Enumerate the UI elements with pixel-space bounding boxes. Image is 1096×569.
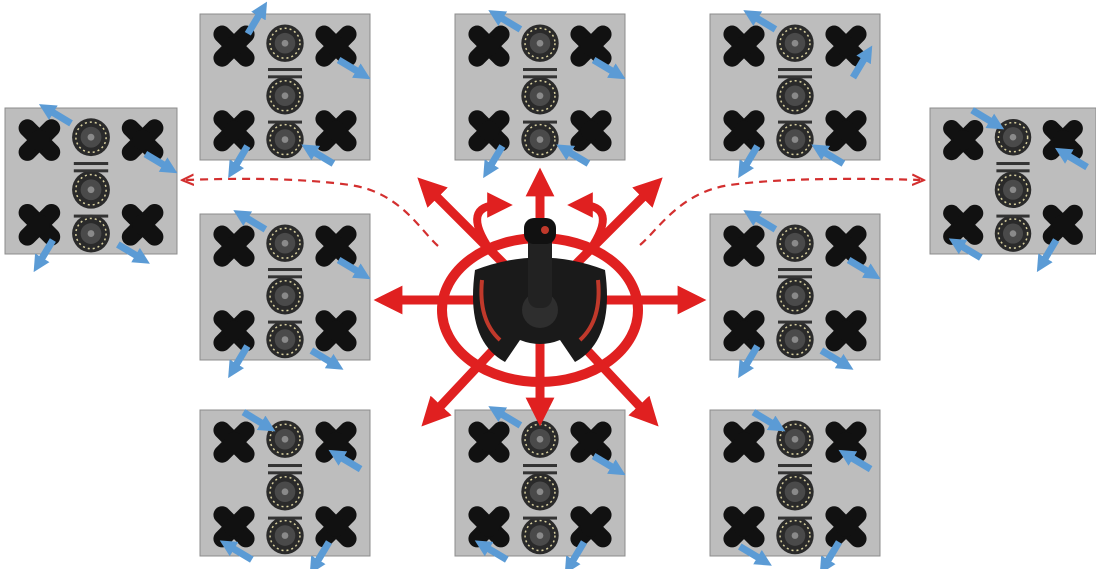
platform-top-center [455, 14, 625, 168]
motor-icon [995, 119, 1032, 156]
motor-icon [521, 121, 558, 158]
platform-top-right [710, 14, 880, 168]
motor-icon [776, 277, 813, 314]
platform-top-left [200, 12, 370, 168]
platform-mid-right [710, 214, 880, 368]
motor-icon [266, 277, 303, 314]
motor-icon [521, 517, 558, 554]
motor-icon [72, 118, 110, 156]
platform-mid-right-outer [930, 108, 1096, 262]
motor-icon [266, 25, 303, 62]
motor-icon [266, 517, 303, 554]
motor-icon [776, 473, 813, 510]
motor-icon [266, 321, 303, 358]
motor-icon [521, 25, 558, 62]
motor-icon [995, 215, 1032, 252]
motor-icon [776, 25, 813, 62]
platform-bottom-center [455, 410, 625, 564]
motor-icon [521, 77, 558, 114]
platform-bottom-right [710, 410, 880, 564]
motor-icon [72, 215, 110, 253]
motor-icon [776, 121, 813, 158]
motor-icon [776, 225, 813, 262]
motor-icon [266, 421, 303, 458]
motor-icon [776, 321, 813, 358]
motor-icon [266, 77, 303, 114]
motor-icon [521, 473, 558, 510]
motor-icon [266, 473, 303, 510]
motor-icon [995, 172, 1032, 209]
motor-icon [521, 421, 558, 458]
motor-icon [776, 77, 813, 114]
platform-mid-left-outer [5, 108, 177, 262]
motor-icon [776, 421, 813, 458]
motor-icon [72, 171, 110, 209]
motor-icon [266, 225, 303, 262]
platform-mid-left [200, 214, 370, 368]
motor-icon [776, 517, 813, 554]
motor-icon [266, 121, 303, 158]
platform-bottom-left [200, 410, 370, 564]
joystick-control [388, 182, 692, 416]
joystick-icon [473, 218, 607, 362]
